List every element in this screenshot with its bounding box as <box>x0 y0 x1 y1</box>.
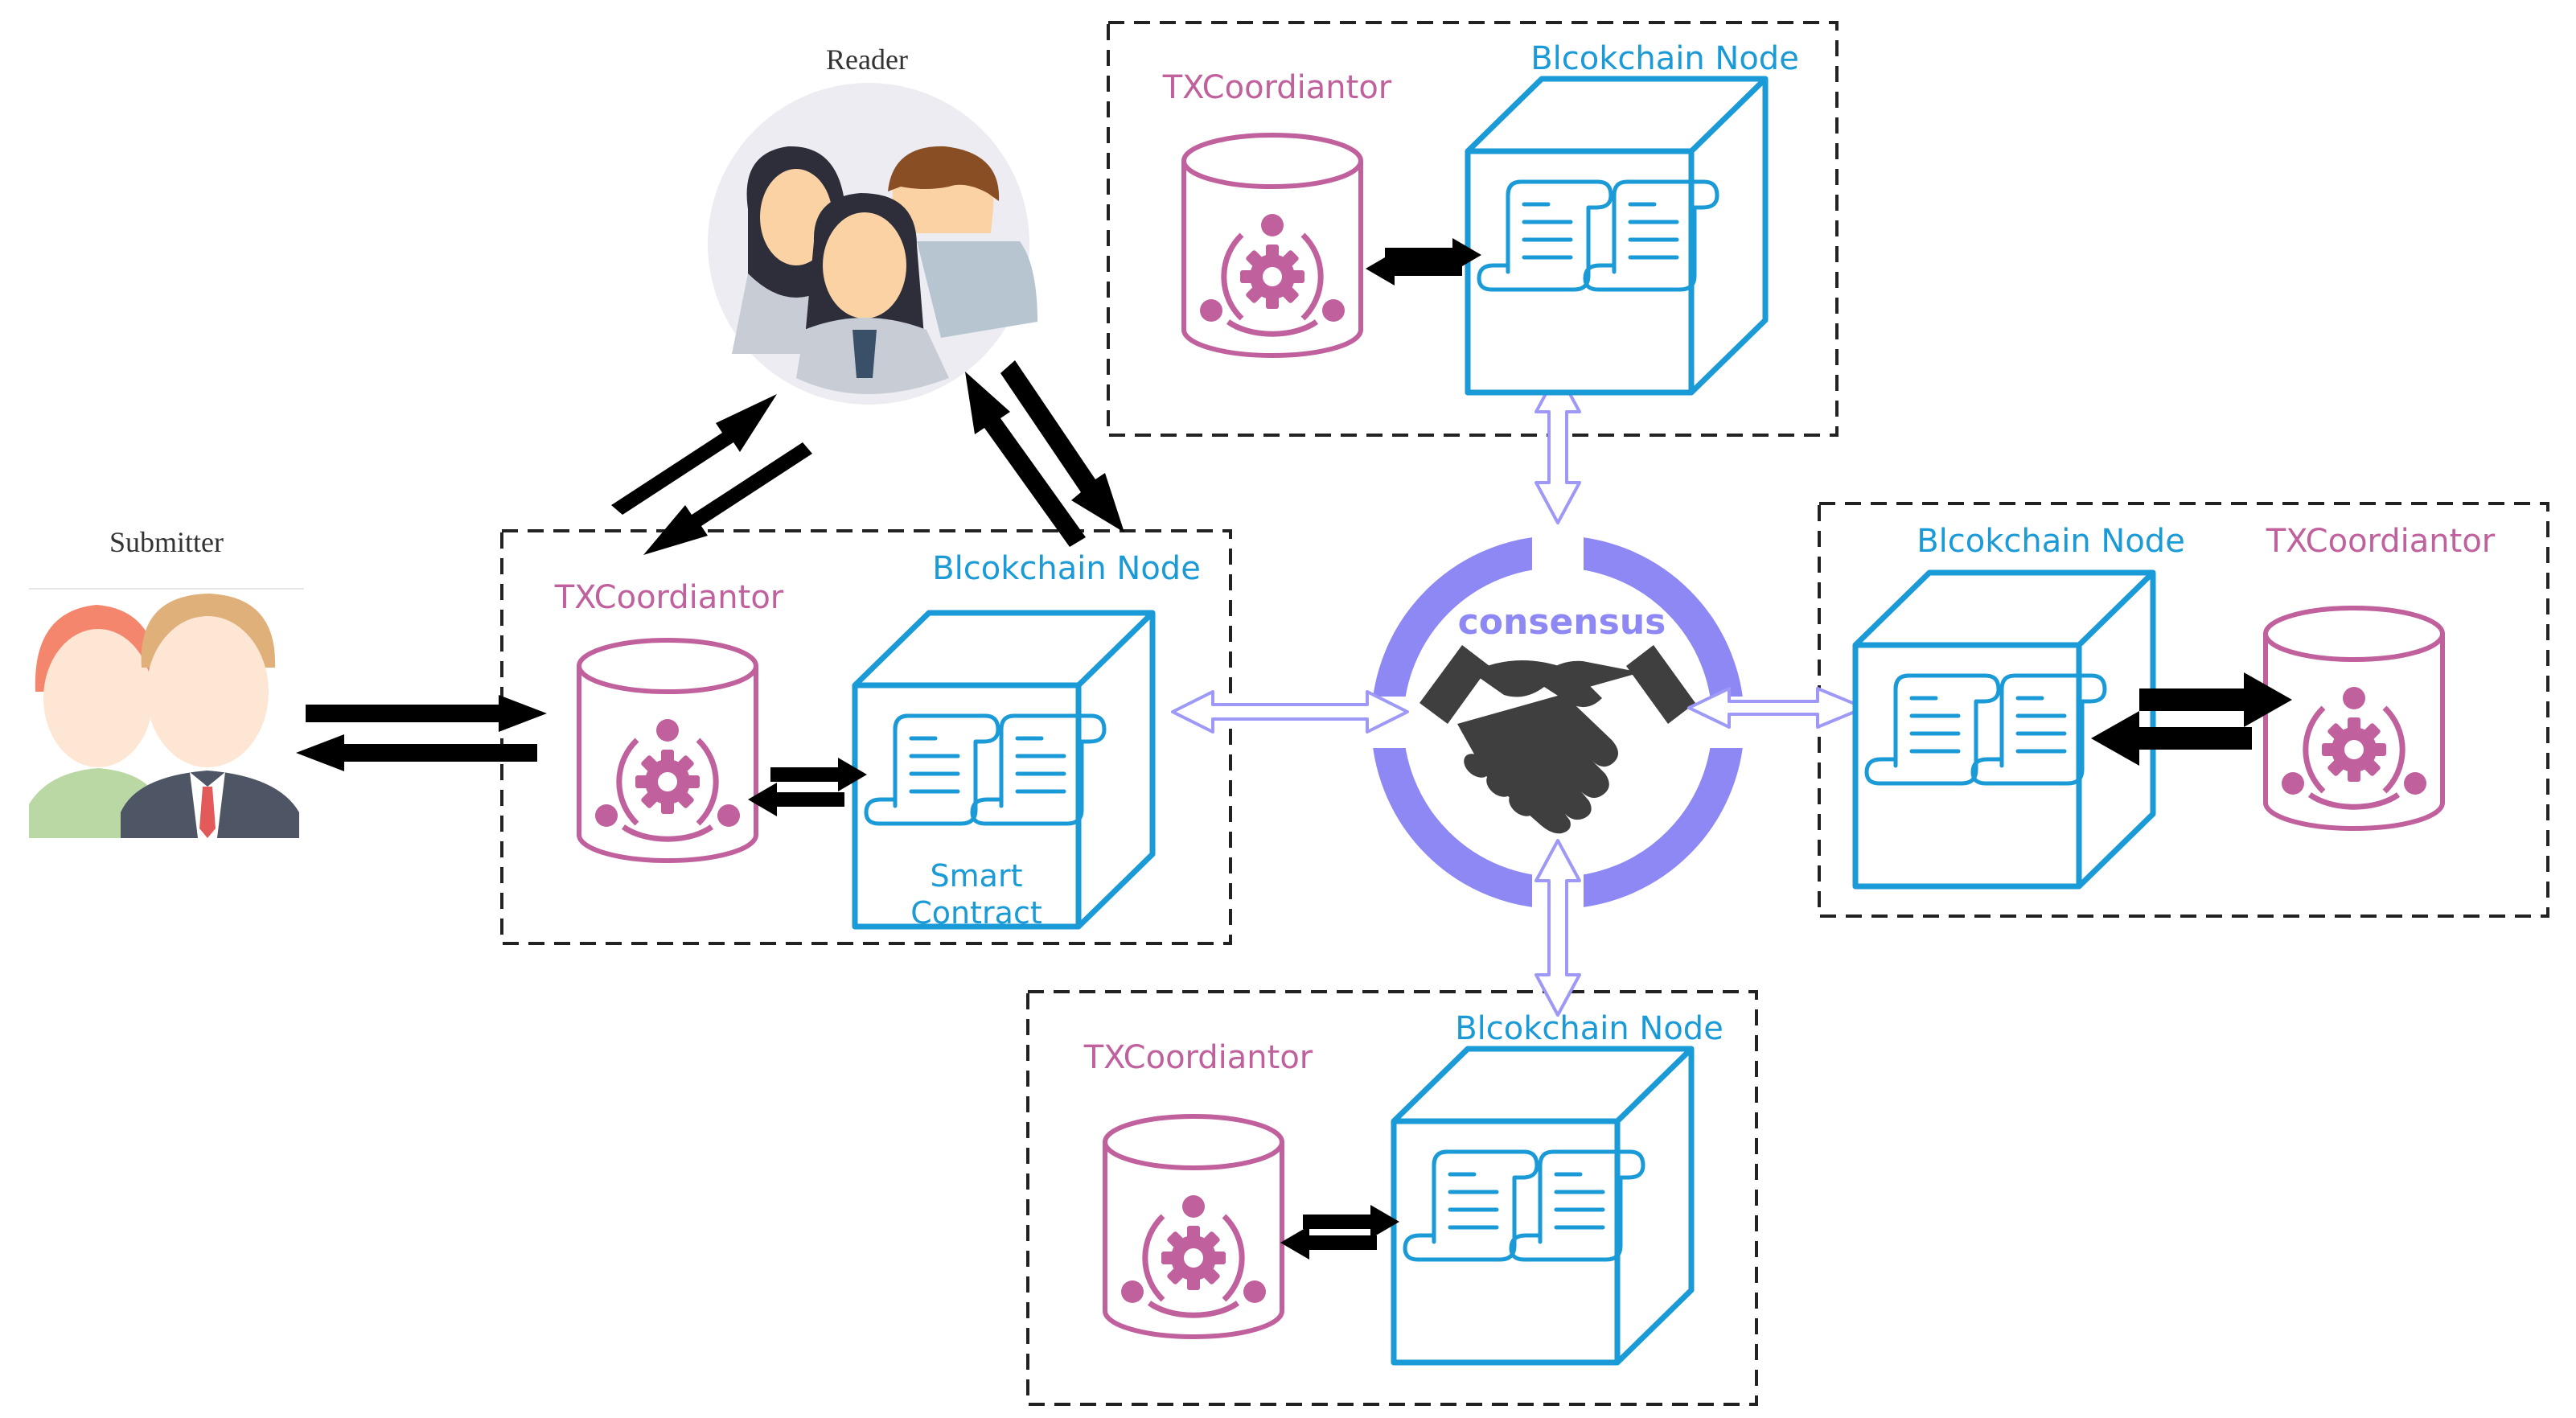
left-node-group <box>500 529 1232 945</box>
bottom-node-group <box>1026 990 1758 1406</box>
top-node-group <box>1107 21 1839 437</box>
consensus-arrow-right <box>1687 687 1866 729</box>
consensus-arrow-top <box>1535 370 1581 524</box>
smart-contract-label-line2: Contract <box>910 895 1041 931</box>
submitter-to-coordinator-arrow <box>306 695 547 732</box>
top-coordinator-icon <box>1184 135 1361 356</box>
left-blockchain-label: Blcokchain Node <box>932 550 1201 587</box>
top-blockchain-node-icon <box>1468 79 1765 393</box>
bottom-blockchain-label: Blcokchain Node <box>1455 1010 1723 1047</box>
bottom-internal-arrows <box>1280 1205 1399 1260</box>
reader-label: Reader <box>826 43 908 76</box>
handshake-icon <box>1419 645 1695 834</box>
left-internal-arrows <box>748 758 867 816</box>
consensus-arrow-bottom <box>1535 839 1581 1017</box>
right-node-group <box>1818 502 2549 918</box>
top-internal-arrows <box>1366 238 1481 286</box>
consensus-label: consensus <box>1458 602 1666 643</box>
consensus-arrow-left <box>1171 690 1409 734</box>
right-coordinator-icon <box>2266 608 2442 828</box>
coordinator-to-reader-arrow <box>611 394 777 515</box>
bottom-coordinator-label: TXCoordiantor <box>1083 1039 1313 1076</box>
right-coordinator-label: TXCoordiantor <box>2266 523 2496 560</box>
right-internal-arrows <box>2091 672 2292 766</box>
bottom-coordinator-icon <box>1105 1116 1282 1337</box>
reader-avatar <box>708 83 1037 405</box>
blockchain-to-reader-arrow <box>965 372 1086 547</box>
left-coordinator-label: TXCoordiantor <box>554 579 784 616</box>
submitter-avatar <box>29 588 304 838</box>
smart-contract-label-line1: Smart <box>931 858 1023 894</box>
top-blockchain-label: Blcokchain Node <box>1530 40 1799 77</box>
reader-to-coordinator-arrow <box>643 442 812 555</box>
left-coordinator-icon <box>579 640 756 861</box>
top-coordinator-label: TXCoordiantor <box>1162 69 1392 106</box>
submitter-label: Submitter <box>109 526 224 558</box>
coordinator-to-submitter-arrow <box>296 734 537 771</box>
reader-to-blockchain-arrow <box>1000 360 1124 532</box>
bottom-blockchain-node-icon <box>1394 1049 1691 1363</box>
right-blockchain-label: Blcokchain Node <box>1917 523 2185 560</box>
